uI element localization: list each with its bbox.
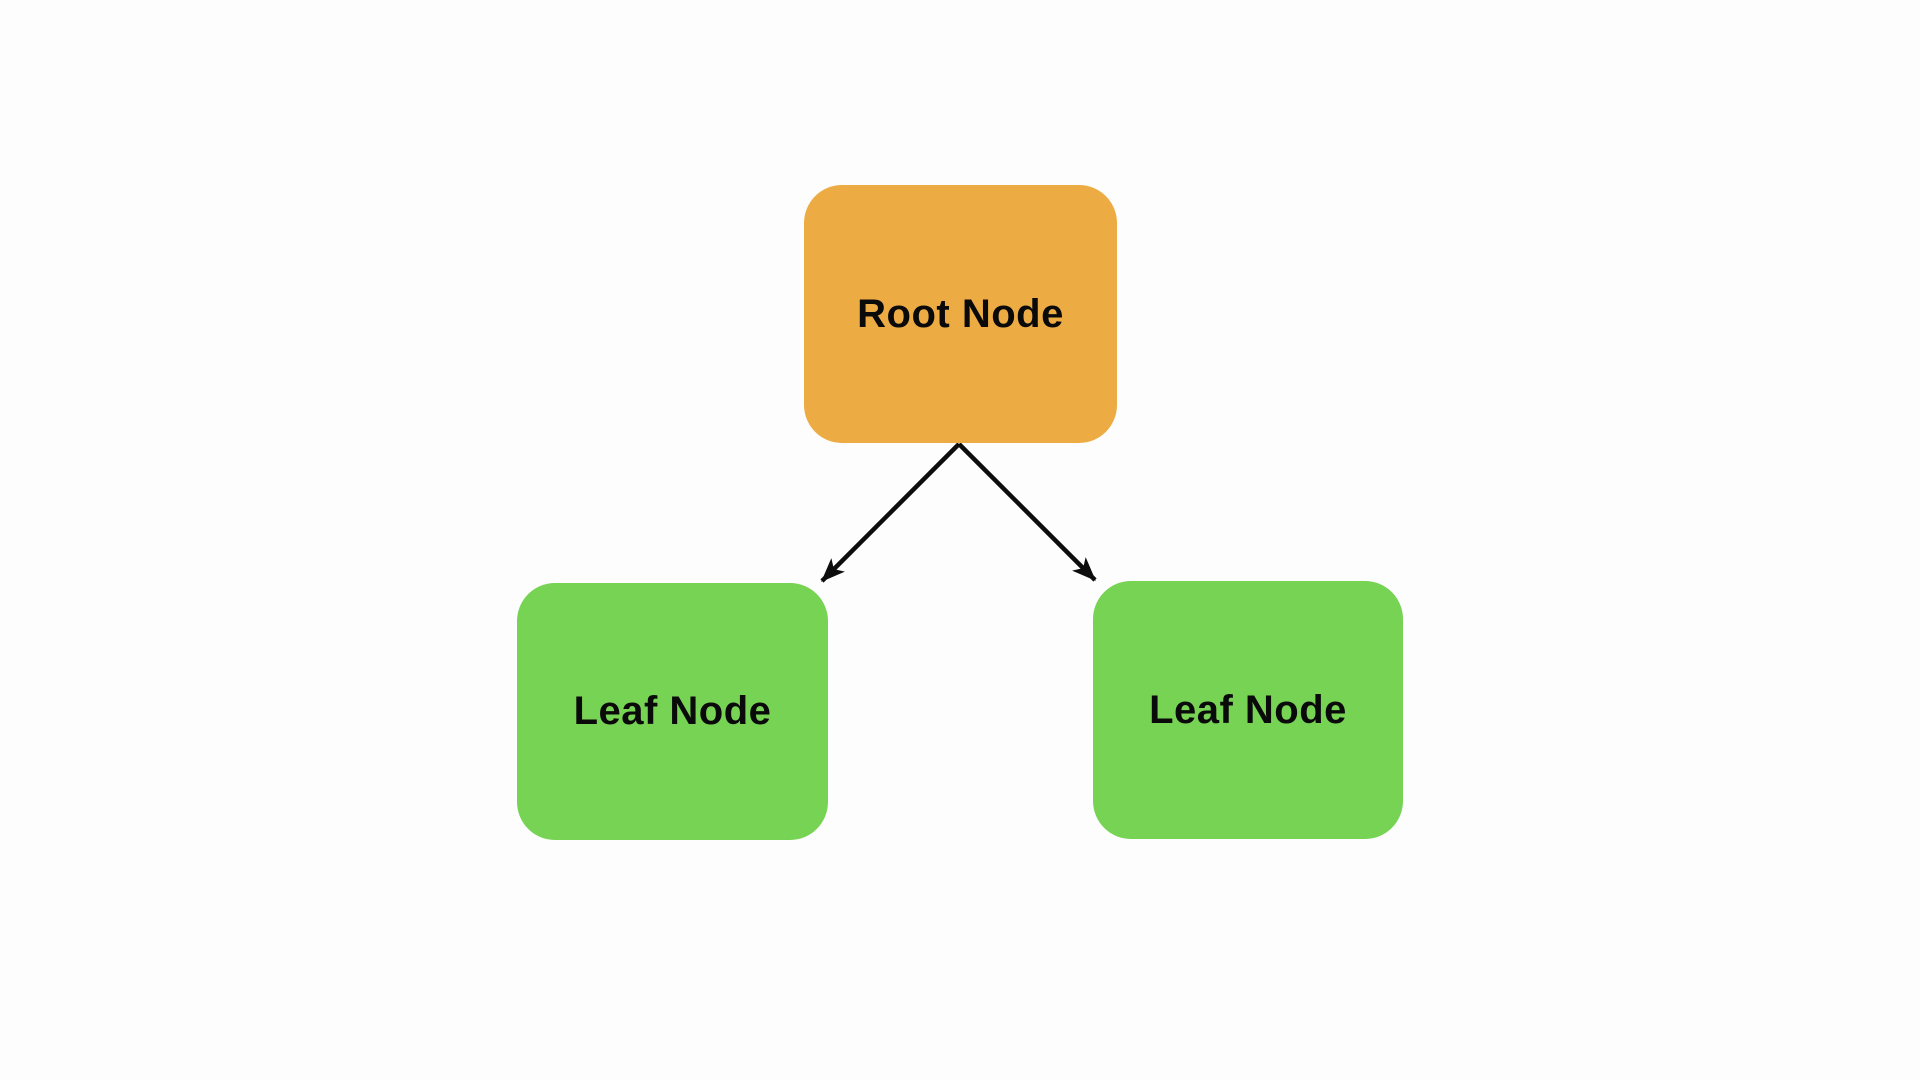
leaf-node-right: Leaf Node xyxy=(1093,581,1403,839)
edge-root-to-left-leaf xyxy=(820,442,961,583)
root-node-label: Root Node xyxy=(857,291,1064,336)
leaf-node-right-label: Leaf Node xyxy=(1149,687,1347,732)
leaf-node-left-label: Leaf Node xyxy=(573,689,772,733)
root-node: Root Node xyxy=(804,185,1117,443)
edge-root-to-right-leaf xyxy=(957,442,1097,582)
leaf-node-left: Leaf Node xyxy=(517,583,828,840)
